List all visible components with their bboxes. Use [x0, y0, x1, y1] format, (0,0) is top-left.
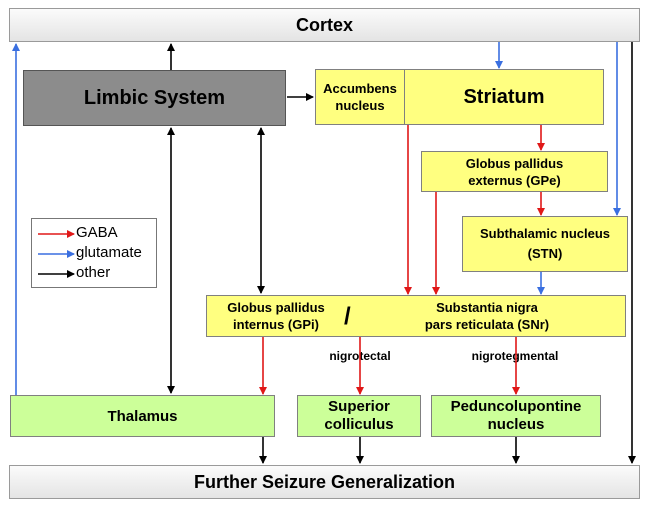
accumbens-label: Accumbens nucleus — [323, 81, 397, 113]
legend: GABA glutamate other — [31, 218, 157, 288]
striatum-area: Striatum — [405, 86, 603, 109]
stn-label: Subthalamic nucleus (STN) — [479, 226, 611, 261]
cortex-label: Cortex — [295, 14, 353, 35]
legend-arrows — [38, 230, 75, 278]
striatum-box: Accumbens nucleus Striatum — [315, 69, 604, 125]
gpi-snr-box: Globus pallidus internus (GPi) / Substan… — [206, 295, 626, 337]
pedunculopontine-label: Peduncolupontine nucleus — [450, 398, 582, 433]
thalamus-box: Thalamus — [10, 395, 275, 437]
further-generalization-box: Further Seizure Generalization — [9, 465, 640, 499]
thalamus-label: Thalamus — [107, 407, 178, 425]
legend-gaba-label: GABA — [76, 224, 118, 241]
legend-glutamate-label: glutamate — [76, 244, 142, 261]
limbic-system-label: Limbic System — [83, 86, 226, 109]
gpi-snr-slash: / — [344, 302, 351, 330]
cortex-box: Cortex — [9, 8, 640, 42]
accumbens-box: Accumbens nucleus — [316, 70, 405, 124]
legend-other-label: other — [76, 264, 111, 281]
gpe-label: Globus pallidus externus (GPe) — [465, 155, 564, 188]
superior-colliculus-box: Superior colliculus — [297, 395, 421, 437]
superior-colliculus-label: Superior colliculus — [324, 398, 394, 433]
gpe-box: Globus pallidus externus (GPe) — [421, 151, 608, 192]
stn-box: Subthalamic nucleus (STN) — [462, 216, 628, 272]
striatum-label: Striatum — [463, 85, 545, 108]
further-generalization-label: Further Seizure Generalization — [193, 471, 456, 492]
snr-label: Substantia nigra pars reticulata (SNr) — [424, 300, 550, 332]
nigrotegmental-label: nigrotegmental — [471, 349, 559, 363]
limbic-system-box: Limbic System — [23, 70, 286, 126]
gpi-label: Globus pallidus internus (GPi) — [227, 300, 325, 332]
pedunculopontine-box: Peduncolupontine nucleus — [431, 395, 601, 437]
